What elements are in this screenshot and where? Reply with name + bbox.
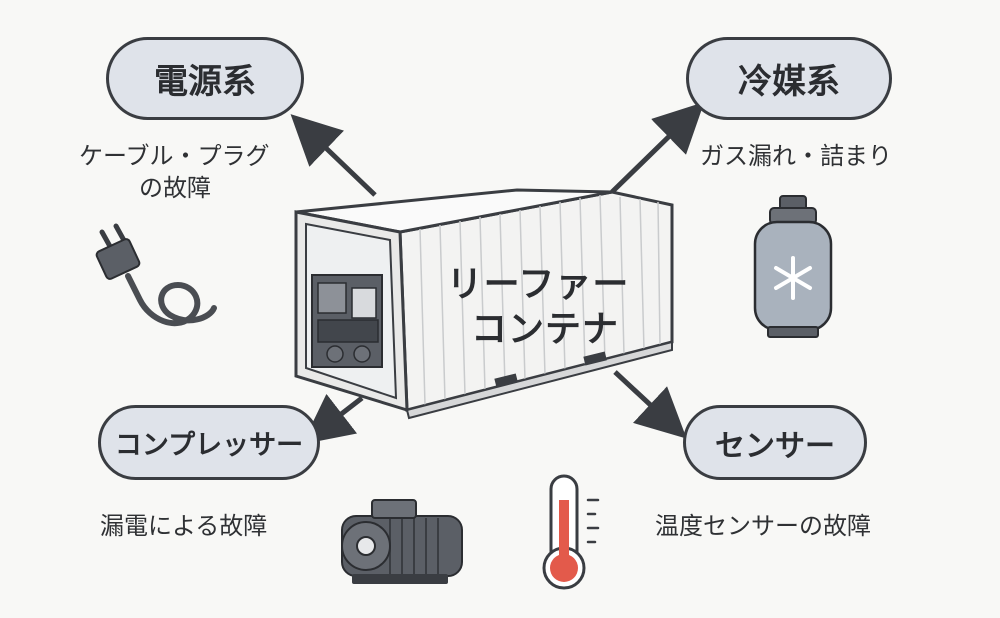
power-caption-line1: ケーブル・プラグ <box>79 142 270 170</box>
power-system-node: 電源系 <box>106 37 304 120</box>
container-label: リーファー コンテナ <box>418 262 658 352</box>
refrigerant-system-node: 冷媒系 <box>686 37 892 120</box>
container-label-line2: コンテナ <box>470 309 619 350</box>
sensor-title: センサー <box>715 428 835 464</box>
refrigeration-unit <box>311 274 383 368</box>
container-label-line1: リーファー <box>446 264 630 305</box>
power-caption-line2: の故障 <box>139 174 211 203</box>
sensor-node: センサー <box>683 405 867 480</box>
arrow-to-compressor <box>302 393 364 445</box>
electric-motor-icon <box>341 499 463 584</box>
gas-cylinder-icon <box>753 195 833 338</box>
sensor-caption: 温度センサーの故障 <box>655 512 871 540</box>
arrow-to-power <box>290 114 377 197</box>
thermometer-icon <box>542 474 600 590</box>
reefer-container-illustration <box>294 188 674 420</box>
refrigerant-system-caption: ガス漏れ・詰まり <box>700 142 892 170</box>
compressor-caption: 漏電による故障 <box>100 512 268 540</box>
arrow-to-refrigerant <box>610 102 705 194</box>
power-system-caption: ケーブル・プラグ の故障 <box>79 140 270 205</box>
compressor-title: コンプレッサー <box>114 430 304 461</box>
arrow-to-sensor <box>613 370 687 439</box>
compressor-node: コンプレッサー <box>98 405 320 480</box>
power-system-title: 電源系 <box>154 62 256 102</box>
power-plug-icon <box>95 223 217 327</box>
refrigerant-system-title: 冷媒系 <box>738 62 840 102</box>
